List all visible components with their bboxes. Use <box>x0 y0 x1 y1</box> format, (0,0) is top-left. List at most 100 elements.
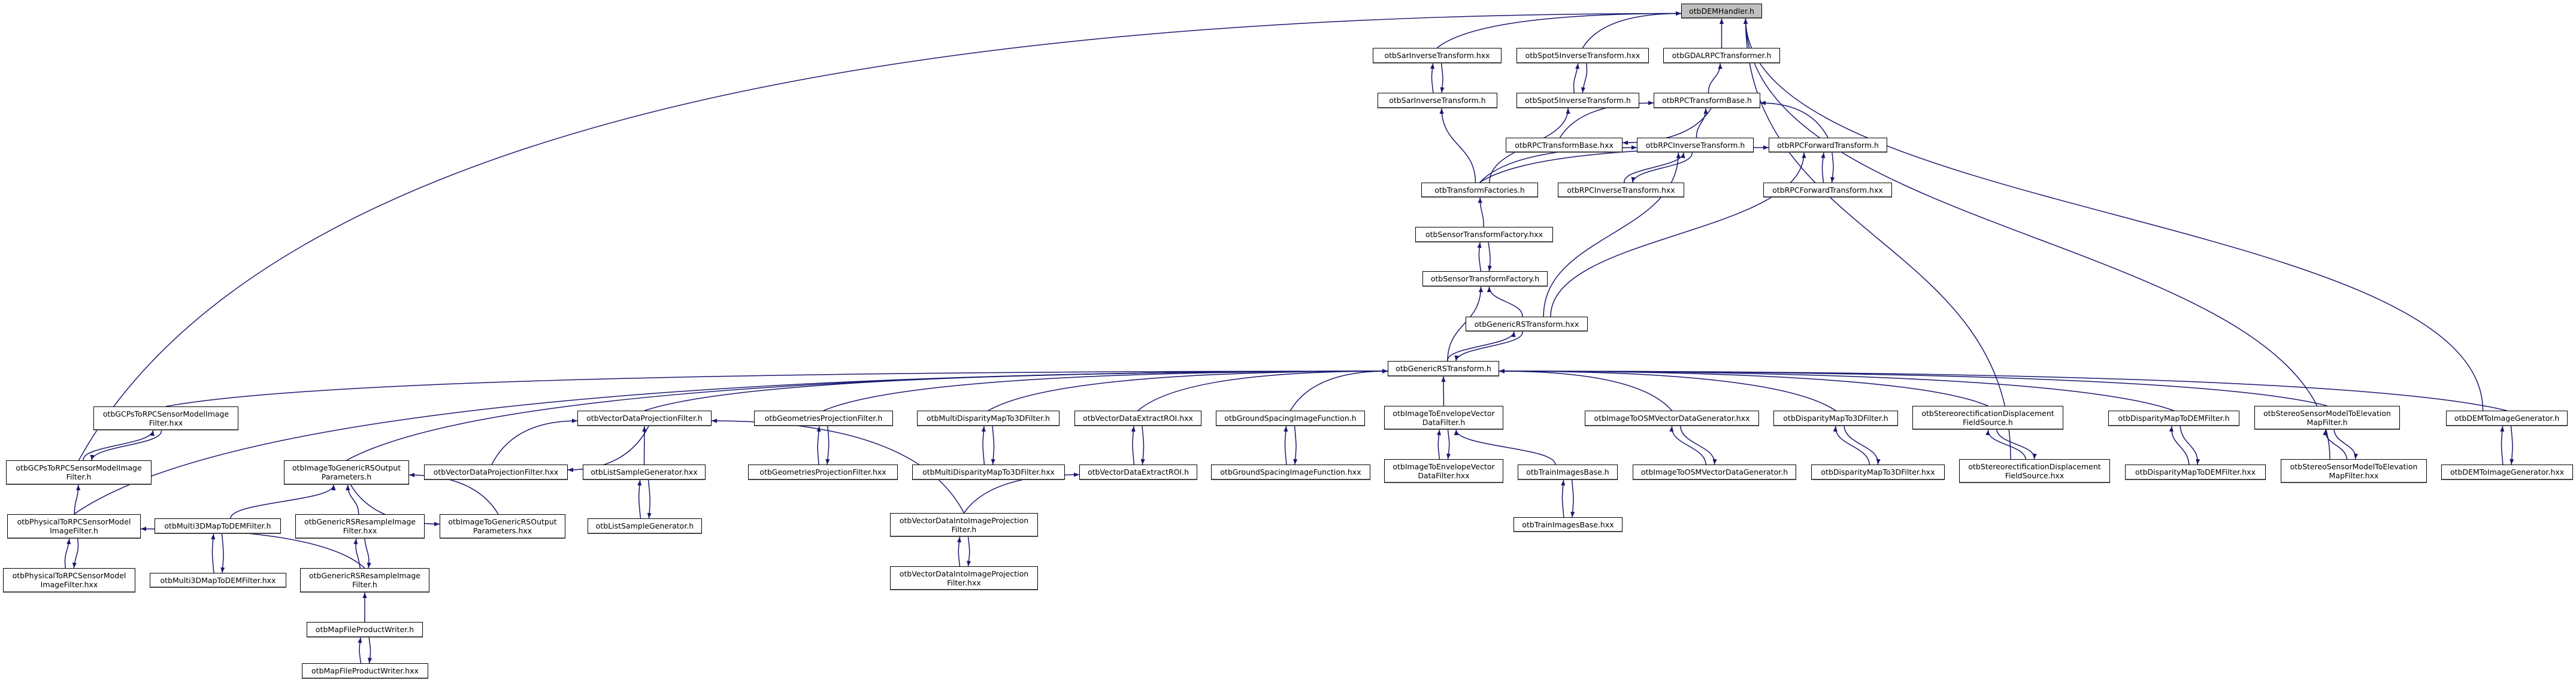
include-edge-tib-h-to-tib-hxx <box>1570 479 1575 518</box>
file-node-tib-hxx[interactable]: otbTrainImagesBase.hxx <box>1513 517 1623 532</box>
file-node-mdisp-h[interactable]: otbMultiDisparityMapTo3DFilter.h <box>917 411 1060 426</box>
file-node-sar-hxx[interactable]: otbSarInverseTransform.hxx <box>1373 48 1502 63</box>
include-edge-mdisp-hxx-to-mdisp-h <box>981 426 986 465</box>
include-edge-ogp-hxx-to-ogp-h <box>408 472 499 515</box>
include-edge-grs-hxx-to-stf-h <box>1487 286 1523 317</box>
file-node-vdp-hxx[interactable]: otbVectorDataProjectionFilter.hxx <box>424 465 568 480</box>
file-node-mfw-h[interactable]: otbMapFileProductWriter.h <box>307 622 423 638</box>
file-node-vdip-h[interactable]: otbVectorDataIntoImageProjection Filter.… <box>890 513 1038 537</box>
file-node-rsr-hxx[interactable]: otbGenericRSResampleImage Filter.hxx <box>295 514 425 539</box>
file-node-osm-h[interactable]: otbImageToOSMVectorDataGenerator.h <box>1633 465 1796 480</box>
file-node-ls-hxx[interactable]: otbListSampleGenerator.hxx <box>583 465 706 480</box>
file-node-rpcf-hxx[interactable]: otbRPCForwardTransform.hxx <box>1763 183 1892 198</box>
file-node-gcps-hxx[interactable]: otbGCPsToRPCSensorModelImage Filter.hxx <box>93 406 238 430</box>
include-edge-demimg-hxx-to-demimg-h <box>2500 426 2505 465</box>
file-node-osm-hxx[interactable]: otbImageToOSMVectorDataGenerator.hxx <box>1585 411 1759 426</box>
file-node-ogp-hxx[interactable]: otbImageToGenericRSOutput Parameters.hxx <box>440 514 565 539</box>
file-node-ddem-h[interactable]: otbDisparityMapToDEMFilter.h <box>2108 411 2239 426</box>
include-edge-vdp-h-to-vdp-hxx <box>567 426 649 472</box>
include-edge-ddem-h-to-ddem-hxx <box>2180 426 2200 465</box>
file-node-geo-h[interactable]: otbGeometriesProjectionFilter.h <box>754 411 893 426</box>
file-node-spot-hxx[interactable]: otbSpot5InverseTransform.hxx <box>1516 48 1649 63</box>
file-node-m3d-hxx[interactable]: otbMulti3DMapToDEMFilter.hxx <box>150 573 286 588</box>
include-edge-sar-hxx-to-sar-h <box>1440 63 1445 93</box>
file-node-grs-h[interactable]: otbGenericRSTransform.h <box>1388 361 1499 377</box>
file-node-ddem-hxx[interactable]: otbDisparityMapToDEMFilter.hxx <box>2125 465 2266 480</box>
include-edge-mfw-h-to-mfw-hxx <box>368 637 373 664</box>
file-node-ssm-h[interactable]: otbStereoSensorModelToElevation MapFilte… <box>2254 406 2400 430</box>
file-node-d3d-h[interactable]: otbDisparityMapTo3DFilter.h <box>1773 411 1898 426</box>
include-edge-gcps-h-to-dem <box>78 11 1682 461</box>
include-edge-vdroi-hxx-to-grs-h <box>1137 369 1388 411</box>
file-node-m3d-h[interactable]: otbMulti3DMapToDEMFilter.h <box>155 518 281 534</box>
include-edge-gcps-h-to-gcps-hxx <box>83 430 155 461</box>
include-edge-srect-h-to-srect-hxx <box>1996 429 2037 460</box>
file-node-srect-h[interactable]: otbStereorectificationDisplacement Field… <box>1912 406 2063 430</box>
file-node-rpcf-h[interactable]: otbRPCForwardTransform.h <box>1769 138 1887 153</box>
file-node-stf-hxx[interactable]: otbSensorTransformFactory.hxx <box>1415 227 1553 242</box>
include-edge-tib-hxx-to-tib-h <box>1561 479 1566 518</box>
file-node-srect-hxx[interactable]: otbStereorectificationDisplacement Field… <box>1959 459 2110 483</box>
file-node-spot-h[interactable]: otbSpot5InverseTransform.h <box>1516 93 1639 108</box>
include-edge-phys-h-to-gcps-h <box>74 484 81 515</box>
file-node-mfw-hxx[interactable]: otbMapFileProductWriter.hxx <box>302 663 428 679</box>
file-node-rpcb-hxx[interactable]: otbRPCTransformBase.hxx <box>1506 138 1623 153</box>
file-node-vdroi-h[interactable]: otbVectorDataExtractROI.h <box>1079 465 1197 480</box>
include-edge-srect-hxx-to-srect-h <box>1985 429 2026 460</box>
include-edge-osm-h-to-osm-hxx <box>1669 426 1707 465</box>
include-edge-srect-hxx-to-dem <box>1743 18 2011 460</box>
include-edge-rpci-h-to-rpci-hxx <box>1631 152 1693 183</box>
file-node-rpci-hxx[interactable]: otbRPCInverseTransform.hxx <box>1558 183 1684 198</box>
file-node-ls-h[interactable]: otbListSampleGenerator.h <box>588 518 702 534</box>
include-edge-mdisp-h-to-grs-h <box>988 369 1388 411</box>
file-node-env-h[interactable]: otbImageToEnvelopeVector DataFilter.h <box>1384 406 1503 430</box>
file-node-grs-hxx[interactable]: otbGenericRSTransform.hxx <box>1466 317 1588 332</box>
include-edge-srect-h-to-grs-h <box>1499 369 1988 406</box>
file-node-rpci-h[interactable]: otbRPCInverseTransform.h <box>1637 138 1754 153</box>
include-edge-env-h-to-env-hxx <box>1446 429 1451 460</box>
file-node-ssm-hxx[interactable]: otbStereoSensorModelToElevation MapFilte… <box>2281 459 2427 483</box>
include-edge-grs-hxx-to-rpcf-h <box>1550 152 1806 317</box>
include-edge-gs-h-to-grs-h <box>1289 369 1388 411</box>
file-node-mdisp-hxx[interactable]: otbMultiDisparityMapTo3DFilter.hxx <box>912 465 1065 480</box>
include-edge-gcps-hxx-to-grs-h <box>165 369 1388 407</box>
file-node-rpcb-h[interactable]: otbRPCTransformBase.h <box>1654 93 1760 108</box>
include-edge-ls-hxx-to-ls-h <box>647 479 652 519</box>
include-edge-rsr-hxx-to-ogp-h <box>346 484 359 515</box>
include-edge-gs-hxx-to-gs-h <box>1284 426 1288 465</box>
include-edge-spot-hxx-to-spot-h <box>1581 63 1588 93</box>
include-edge-m3d-hxx-to-m3d-h <box>211 533 216 573</box>
file-node-gs-h[interactable]: otbGroundSpacingImageFunction.h <box>1216 411 1365 426</box>
file-node-gcps-h[interactable]: otbGCPsToRPCSensorModelImage Filter.h <box>6 460 152 485</box>
file-node-demimg-hxx[interactable]: otbDEMToImageGenerator.hxx <box>2441 465 2573 480</box>
file-node-geo-hxx[interactable]: otbGeometriesProjectionFilter.hxx <box>748 465 898 480</box>
include-edge-osm-hxx-to-grs-h <box>1499 369 1673 411</box>
file-node-demimg-h[interactable]: otbDEMToImageGenerator.h <box>2446 411 2568 426</box>
include-edge-vdip-h-to-vdroi-h <box>963 472 1080 514</box>
include-edge-rpcb-h-to-gdal <box>1708 63 1723 93</box>
file-node-rsr-h[interactable]: otbGenericRSResampleImage Filter.h <box>300 568 429 593</box>
file-node-env-hxx[interactable]: otbImageToEnvelopeVector DataFilter.hxx <box>1384 459 1503 483</box>
file-node-stf-h[interactable]: otbSensorTransformFactory.h <box>1422 271 1548 287</box>
include-edge-vdroi-hxx-to-vdroi-h <box>1140 426 1145 465</box>
file-node-dem[interactable]: otbDEMHandler.h <box>1681 4 1762 19</box>
file-node-phys-hxx[interactable]: otbPhysicalToRPCSensorModel ImageFilter.… <box>3 568 135 593</box>
file-node-d3d-hxx[interactable]: otbDisparityMapTo3DFilter.hxx <box>1811 465 1945 480</box>
file-node-sar-h[interactable]: otbSarInverseTransform.h <box>1378 93 1497 108</box>
include-edge-vdp-h-to-grs-h <box>644 369 1388 411</box>
file-node-tf-h[interactable]: otbTransformFactories.h <box>1421 183 1538 198</box>
file-node-gdal[interactable]: otbGDALRPCTransformer.h <box>1663 48 1780 63</box>
include-edge-geo-h-to-grs-h <box>823 369 1388 411</box>
include-edge-grs-hxx-to-rpci-h <box>1543 152 1681 317</box>
include-edge-vdip-h-to-vdip-hxx <box>967 536 971 567</box>
file-node-ogp-h[interactable]: otbImageToGenericRSOutput Parameters.h <box>284 460 409 485</box>
include-edge-phys-h-to-phys-hxx <box>72 538 79 569</box>
file-node-vdp-h[interactable]: otbVectorDataProjectionFilter.h <box>577 411 712 426</box>
file-node-gs-hxx[interactable]: otbGroundSpacingImageFunction.hxx <box>1211 465 1370 480</box>
file-node-vdip-hxx[interactable]: otbVectorDataIntoImageProjection Filter.… <box>890 566 1038 590</box>
include-edge-phys-hxx-to-phys-h <box>64 538 71 569</box>
file-node-vdroi-hxx[interactable]: otbVectorDataExtractROI.hxx <box>1074 411 1201 426</box>
file-node-tib-h[interactable]: otbTrainImagesBase.h <box>1518 465 1618 480</box>
include-edge-env-hxx-to-env-h <box>1436 429 1441 460</box>
file-node-phys-h[interactable]: otbPhysicalToRPCSensorModel ImageFilter.… <box>7 514 141 539</box>
